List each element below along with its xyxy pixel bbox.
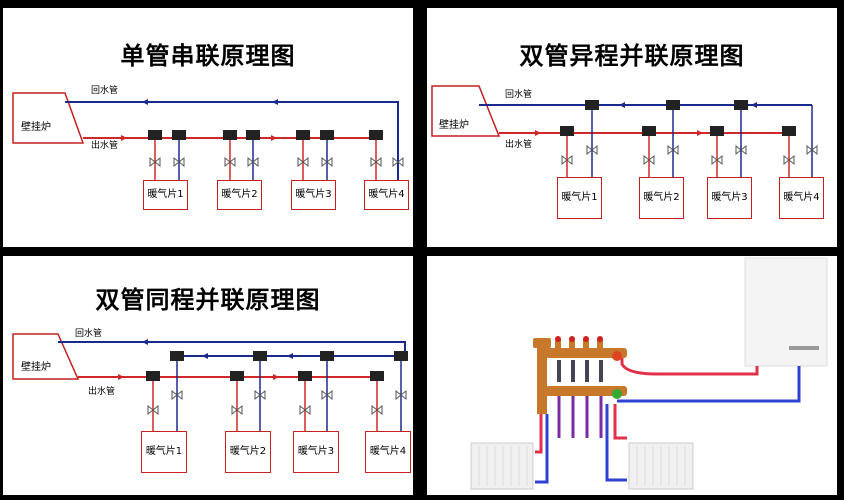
tee-fittings: [148, 130, 383, 140]
radiator-2: 暖气片2: [217, 180, 262, 210]
valves: [149, 156, 404, 168]
boiler-shape: [12, 92, 85, 144]
return-pipe-line: [58, 341, 406, 356]
boiler-label: 壁挂炉: [21, 362, 51, 373]
pipe-diagram-graphic: [12, 333, 408, 434]
boiler-label: 壁挂炉: [21, 122, 51, 133]
radiator-4: 暖气片4: [365, 431, 411, 473]
radiator-3: 暖气片3: [293, 431, 339, 473]
manifold: [533, 338, 627, 414]
radiator-4: 暖气片4: [364, 180, 409, 210]
radiator-2: 暖气片2: [639, 177, 684, 219]
diagram-title: 双管异程并联原理图: [519, 42, 745, 70]
diagram-title: 双管同程并联原理图: [95, 286, 321, 314]
radiator-3: 暖气片3: [291, 180, 336, 210]
two-pipe-direct-return-diagram: 双管异程并联原理图 壁挂炉 回水管 出水管 暖气片1 暖气片2 暖气片3 暖气片…: [427, 8, 837, 247]
return-pipe-label: 回水管: [75, 329, 103, 339]
photo-supply-pipe: [620, 358, 759, 376]
boiler-label: 壁挂炉: [439, 120, 469, 131]
diagram-title: 单管串联原理图: [120, 42, 296, 70]
radiator-1: 暖气片1: [557, 177, 602, 219]
radiator-1: 暖气片1: [141, 431, 187, 473]
manifold-system-illustration: [427, 256, 837, 495]
radiator-4: 暖气片4: [779, 177, 824, 219]
radiator-left: [470, 442, 534, 490]
radiator-2: 暖气片2: [225, 431, 271, 473]
return-pipe-label: 回水管: [91, 86, 119, 96]
radiator-branches: [154, 138, 399, 183]
photo-return-pipe: [617, 366, 801, 403]
supply-pipe-label: 出水管: [505, 140, 533, 150]
two-pipe-reverse-return-diagram: 双管同程并联原理图 壁挂炉 回水管 出水管 暖气片1 暖气片2 暖气片3 暖气片…: [3, 256, 413, 495]
pipe-diagram-graphic: [12, 92, 404, 204]
return-pipe-label: 回水管: [505, 90, 533, 100]
supply-pipe-label: 出水管: [88, 387, 116, 397]
radiator-3: 暖气片3: [707, 177, 752, 219]
manifold-illustration-graphic: [470, 257, 828, 490]
supply-pipe-label: 出水管: [91, 141, 119, 151]
single-pipe-series-diagram: 单管串联原理图 壁挂炉 回水管 出水管 暖气片1 暖气片2 暖气片: [3, 8, 413, 247]
pipe-diagram-graphic: [431, 85, 818, 180]
radiator-1: 暖气片1: [143, 180, 188, 210]
floor-loops: [557, 396, 603, 438]
